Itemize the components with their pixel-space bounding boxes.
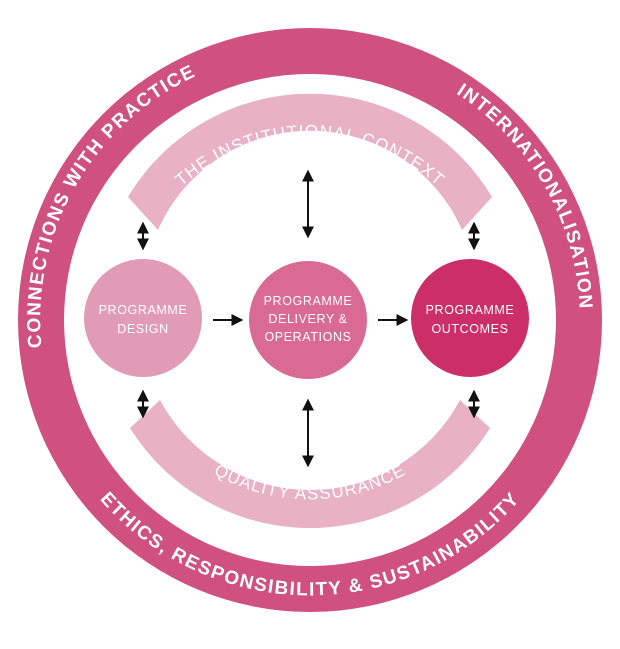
node-programme-outcomes bbox=[411, 259, 529, 377]
node-programme-design bbox=[84, 259, 202, 377]
quality-assurance-band bbox=[130, 400, 490, 529]
node-delivery-line3: OPERATIONS bbox=[264, 330, 351, 344]
node-outcomes-line2: OUTCOMES bbox=[431, 322, 508, 336]
node-programme-delivery bbox=[249, 261, 367, 379]
node-delivery-line2: DELIVERY & bbox=[268, 312, 347, 326]
node-delivery-line1: PROGRAMME bbox=[264, 294, 353, 308]
node-design-line1: PROGRAMME bbox=[99, 303, 188, 317]
institutional-context-band bbox=[128, 93, 492, 230]
node-design-line2: DESIGN bbox=[117, 322, 169, 336]
node-outcomes-line1: PROGRAMME bbox=[426, 303, 515, 317]
